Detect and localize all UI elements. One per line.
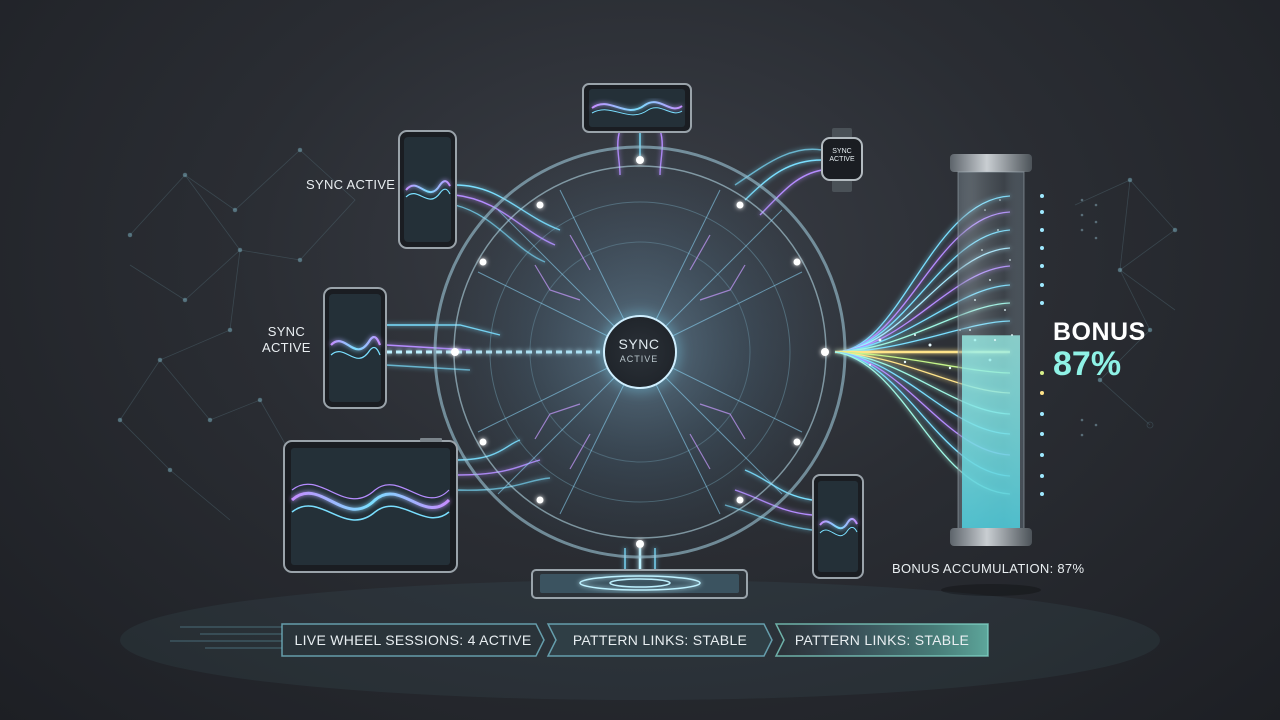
- background-network: [117, 147, 1178, 521]
- hub-sync-label: SYNC ACTIVE: [596, 336, 682, 364]
- device-sync-label: SYNC ACTIVE: [306, 177, 396, 192]
- hub-sync-line2: ACTIVE: [619, 354, 659, 364]
- laptop-icon: [283, 438, 458, 573]
- watch-screen-line1: SYNC: [832, 148, 852, 155]
- tablet-icon: [582, 83, 692, 133]
- bonus-fill-level: [962, 335, 1020, 530]
- bonus-readout: BONUS 87%: [1053, 318, 1146, 384]
- smartphone-icon: [323, 287, 387, 409]
- sync-wheel: [433, 145, 847, 559]
- hub-sync-line1: SYNC: [618, 336, 660, 352]
- bonus-value: 87%: [1053, 345, 1122, 383]
- bonus-title: BONUS: [1053, 318, 1146, 346]
- status-pattern-links: PATTERN LINKS: STABLE: [572, 632, 748, 648]
- status-pattern-links-highlight: PATTERN LINKS: STABLE: [794, 632, 970, 648]
- device-sync-label-line1: SYNC: [267, 324, 306, 339]
- smartphone-icon: [812, 474, 864, 579]
- tube-side-dots: [1040, 194, 1098, 496]
- wheel-stand: [531, 569, 748, 599]
- smartphone-icon: [398, 130, 457, 249]
- status-live-sessions: LIVE WHEEL SESSIONS: 4 ACTIVE: [294, 632, 532, 648]
- bonus-accumulation-caption: BONUS ACCUMULATION: 87%: [892, 561, 1085, 576]
- smartwatch-icon: [821, 128, 863, 192]
- device-sync-label: SYNC ACTIVE: [262, 324, 311, 356]
- device-sync-label-line2: ACTIVE: [262, 340, 311, 355]
- watch-screen-label: SYNC ACTIVE: [826, 148, 858, 164]
- watch-screen-line2: ACTIVE: [829, 156, 855, 163]
- bonus-tube: [941, 154, 1041, 596]
- status-bar: [170, 623, 989, 657]
